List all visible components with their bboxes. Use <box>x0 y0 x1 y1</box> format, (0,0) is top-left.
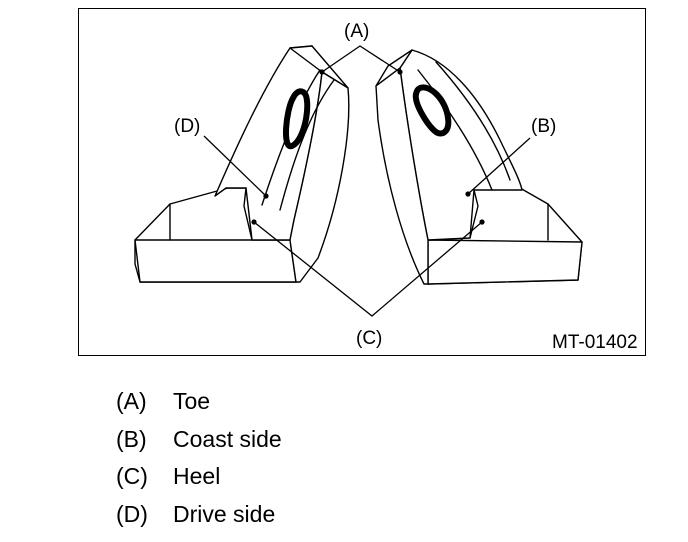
legend-item-drive-side: (D) Drive side <box>116 496 282 534</box>
callout-a: (A) <box>344 21 369 42</box>
legend-text: Coast side <box>173 425 282 452</box>
dot-heel-left <box>251 219 257 225</box>
left-contact-pattern <box>282 88 311 150</box>
callout-d: (D) <box>174 116 200 137</box>
leader-dots <box>251 69 485 225</box>
leader-lines <box>203 45 531 317</box>
leader-toe <box>321 45 401 73</box>
leader-drive-side <box>203 135 267 197</box>
legend-key: (B) <box>116 425 147 452</box>
leader-coast-side <box>467 137 531 195</box>
right-gear-tooth <box>375 49 583 285</box>
legend-key: (D) <box>116 500 148 527</box>
legend-text: Drive side <box>173 500 276 527</box>
legend-item-heel: (C) Heel <box>116 458 282 496</box>
figure-frame <box>78 8 646 356</box>
legend-item-toe: (A) Toe <box>116 383 282 421</box>
legend-text: Toe <box>173 388 211 415</box>
legend-key: (A) <box>116 388 147 415</box>
dot-coast-side <box>465 191 471 197</box>
legend-key: (C) <box>116 463 148 490</box>
dot-heel-right <box>479 219 485 225</box>
legend-text: Heel <box>173 463 221 490</box>
left-gear-tooth <box>134 45 350 283</box>
leader-heel <box>253 221 483 317</box>
dot-toe-left <box>319 69 325 75</box>
callout-b: (B) <box>531 116 556 137</box>
legend-item-coast-side: (B) Coast side <box>116 421 282 459</box>
dot-toe-right <box>397 69 403 75</box>
dot-drive-side <box>263 193 269 199</box>
legend: (A) Toe (B) Coast side (C) Heel (D) Driv… <box>116 383 282 533</box>
right-contact-pattern <box>412 84 452 137</box>
callout-c: (C) <box>356 328 382 349</box>
figure-code: MT-01402 <box>552 332 638 353</box>
